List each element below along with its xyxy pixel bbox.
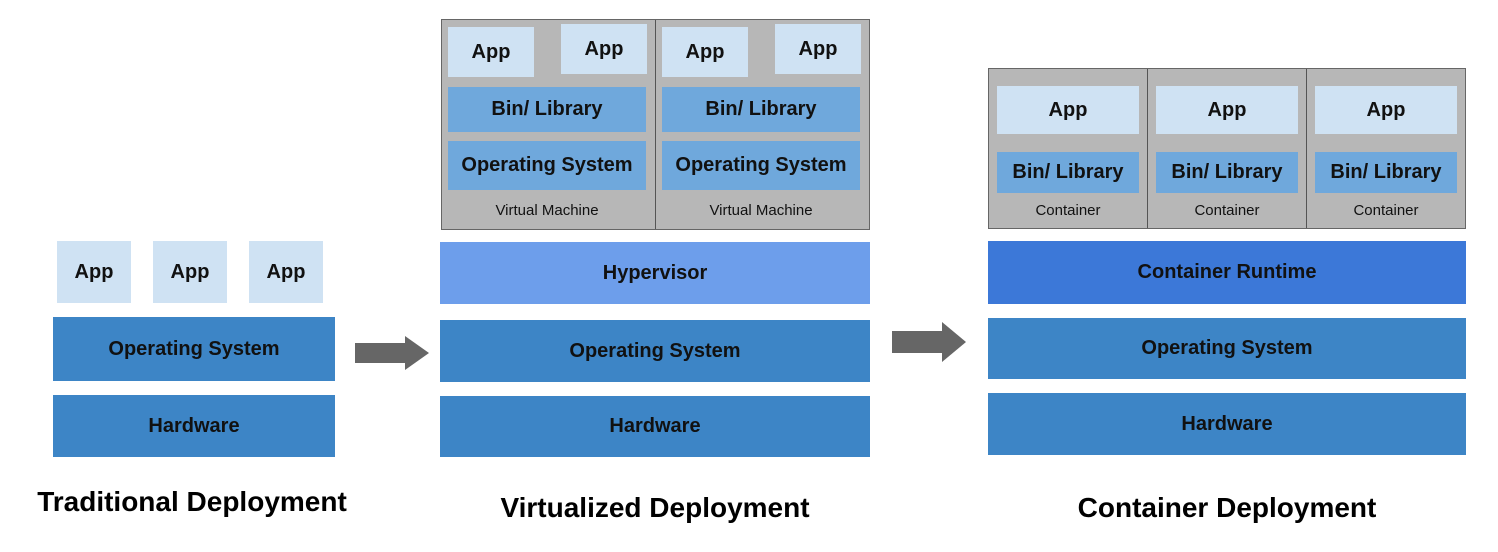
container3-label: Container bbox=[1353, 201, 1419, 219]
traditional-deployment-title: Traditional Deployment bbox=[37, 486, 347, 517]
vm2-label: Virtual Machine bbox=[709, 201, 813, 219]
virtualized-hardware: Hardware bbox=[440, 396, 870, 457]
vm2-bin-library: Bin/ Library bbox=[662, 87, 860, 132]
container2-app: App bbox=[1156, 86, 1298, 134]
vm1-label: Virtual Machine bbox=[495, 201, 599, 219]
container1-label: Container bbox=[1035, 201, 1101, 219]
arrow-right-icon bbox=[892, 322, 966, 362]
container-operating-system: Operating System bbox=[988, 318, 1466, 379]
virtualized-operating-system: Operating System bbox=[440, 320, 870, 382]
traditional-operating-system: Operating System bbox=[53, 317, 335, 381]
vm2-app-2: App bbox=[775, 24, 861, 74]
container2-bin-library: Bin/ Library bbox=[1156, 152, 1298, 193]
vm-divider bbox=[655, 20, 656, 229]
traditional-app-1: App bbox=[57, 241, 131, 303]
vm2-app-1: App bbox=[662, 27, 748, 77]
container1-bin-library: Bin/ Library bbox=[997, 152, 1139, 193]
virtualized-deployment-title: Virtualized Deployment bbox=[500, 492, 810, 523]
arrow-right-icon bbox=[355, 336, 429, 370]
container-hardware: Hardware bbox=[988, 393, 1466, 455]
vm1-bin-library: Bin/ Library bbox=[448, 87, 646, 132]
vm1-operating-system: Operating System bbox=[448, 141, 646, 190]
container3-app: App bbox=[1315, 86, 1457, 134]
container-divider-1 bbox=[1147, 69, 1148, 228]
container2-label: Container bbox=[1194, 201, 1260, 219]
container-divider-2 bbox=[1306, 69, 1307, 228]
traditional-hardware: Hardware bbox=[53, 395, 335, 457]
container-deployment-title: Container Deployment bbox=[1077, 492, 1377, 523]
traditional-app-2: App bbox=[153, 241, 227, 303]
vm1-app-2: App bbox=[561, 24, 647, 74]
vm2-operating-system: Operating System bbox=[662, 141, 860, 190]
container-runtime-layer: Container Runtime bbox=[988, 241, 1466, 304]
traditional-app-3: App bbox=[249, 241, 323, 303]
vm1-app-1: App bbox=[448, 27, 534, 77]
container3-bin-library: Bin/ Library bbox=[1315, 152, 1457, 193]
hypervisor-layer: Hypervisor bbox=[440, 242, 870, 304]
container1-app: App bbox=[997, 86, 1139, 134]
